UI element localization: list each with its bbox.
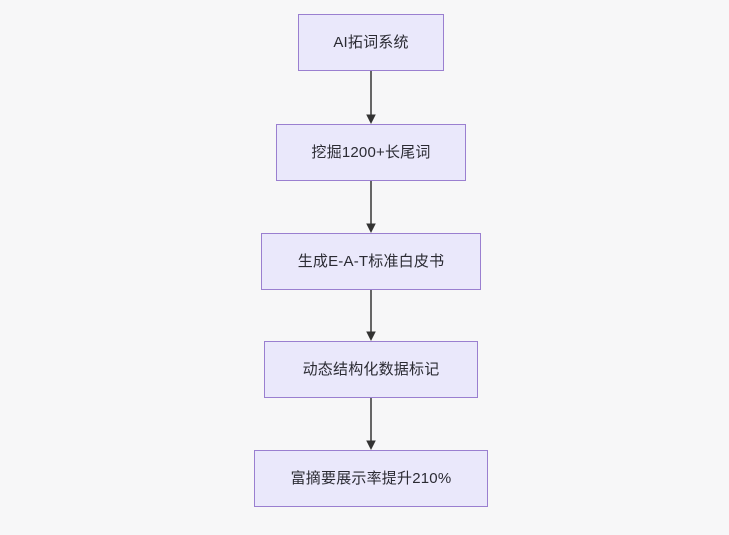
flow-node-label: 动态结构化数据标记 (302, 360, 440, 378)
flow-node-generate-eat-whitepaper[interactable]: 生成E-A-T标准白皮书 (261, 233, 481, 290)
flow-node-mine-longtail-keywords[interactable]: 挖掘1200+长尾词 (276, 124, 466, 181)
flow-edge-n2-n3 (364, 181, 378, 233)
flow-node-ai-keyword-system[interactable]: AI拓词系统 (298, 14, 444, 71)
flow-edge-n3-n4 (364, 290, 378, 341)
flow-node-label: 生成E-A-T标准白皮书 (297, 252, 445, 270)
flow-edge-n1-n2 (364, 71, 378, 124)
flow-node-label: 挖掘1200+长尾词 (311, 143, 431, 161)
flow-node-label: AI拓词系统 (333, 33, 409, 51)
flow-node-rich-snippet-rate-increase[interactable]: 富摘要展示率提升210% (254, 450, 488, 507)
flow-node-label: 富摘要展示率提升210% (290, 469, 452, 487)
flow-node-dynamic-structured-data-markup[interactable]: 动态结构化数据标记 (264, 341, 478, 398)
flow-edge-n4-n5 (364, 398, 378, 450)
